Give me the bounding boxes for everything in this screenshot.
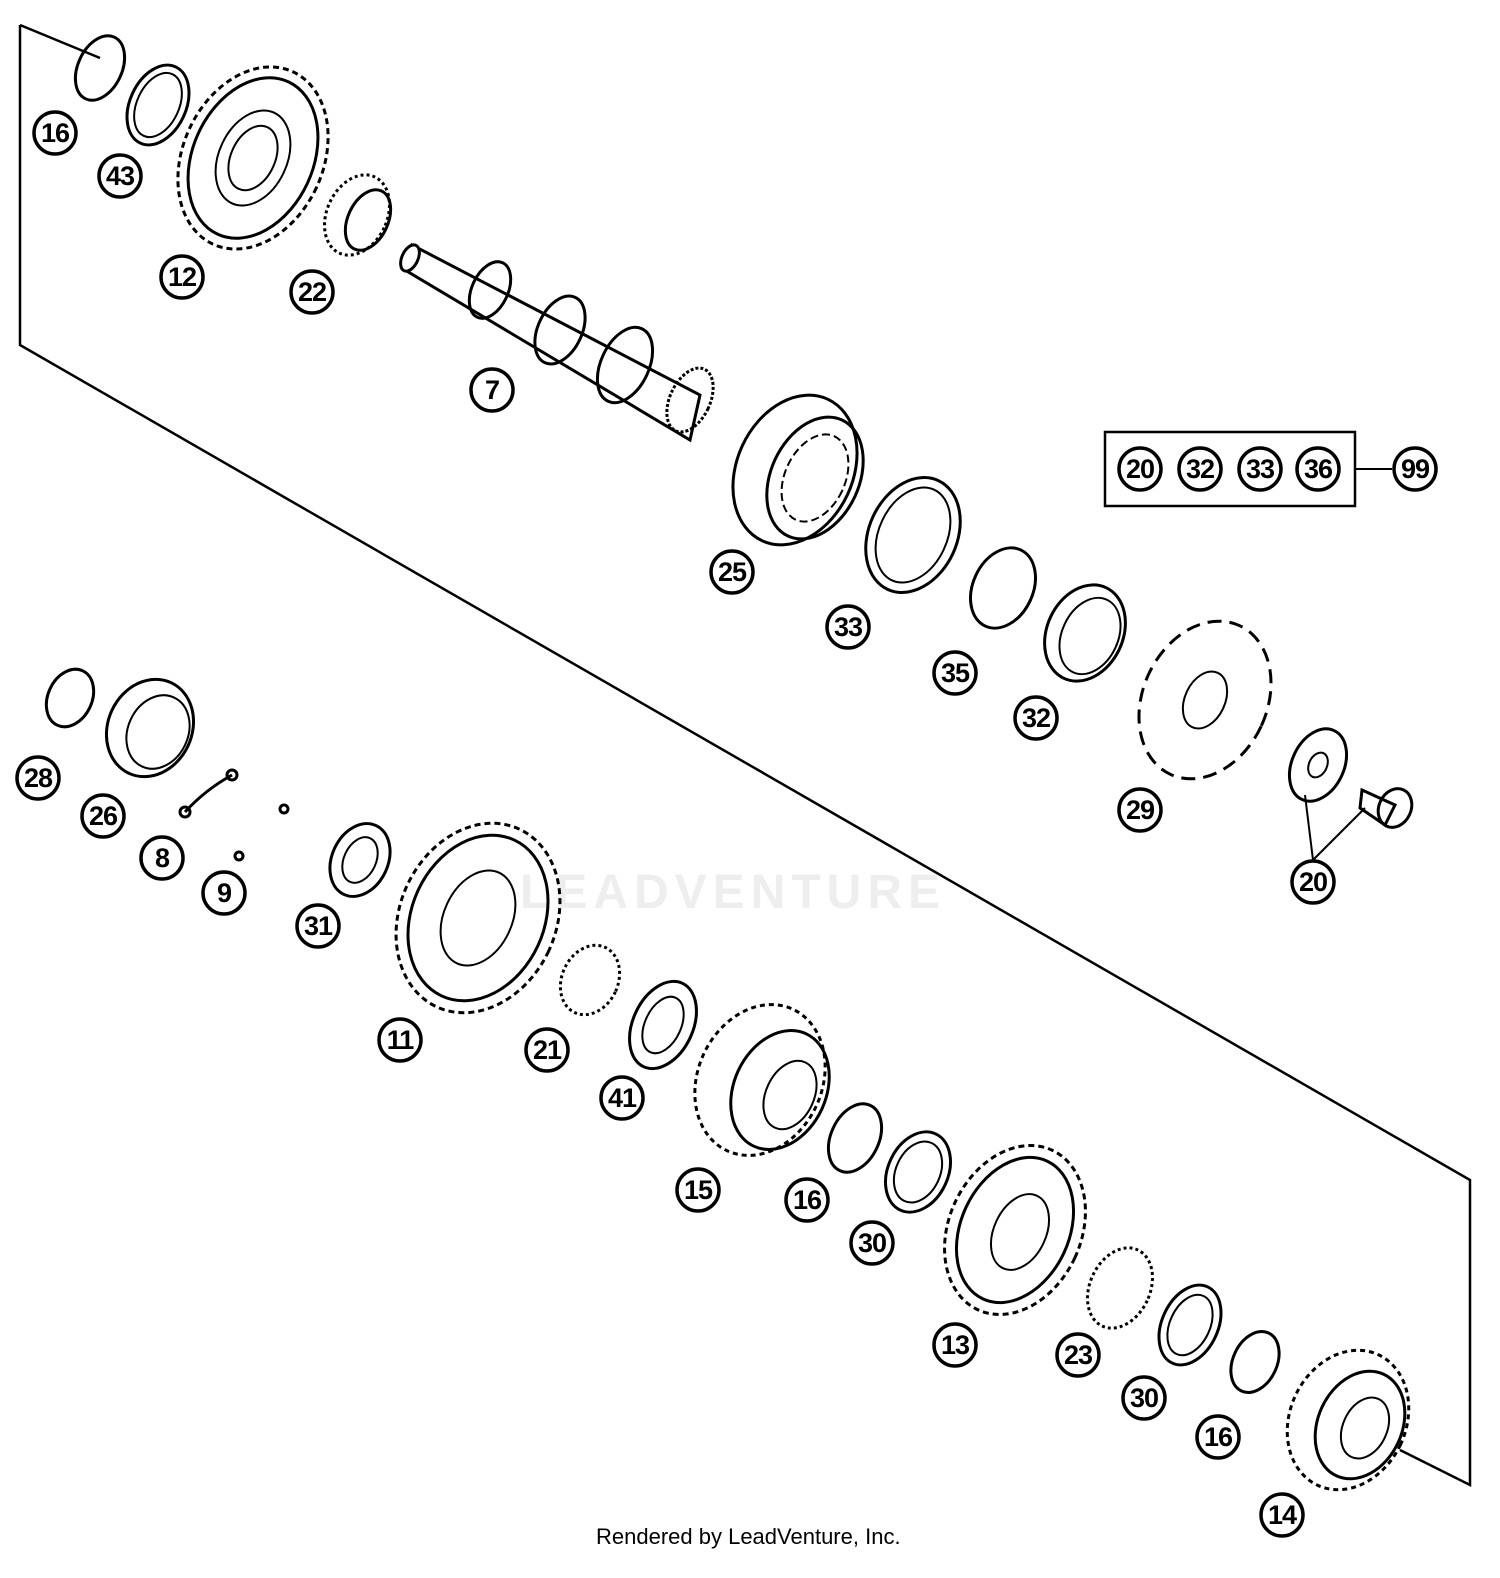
svg-text:41: 41 [608,1083,637,1113]
callout-22[interactable]: 22 [289,269,335,315]
main-shaft-7 [399,242,715,443]
callout-41[interactable]: 41 [599,1075,645,1121]
svg-text:21: 21 [533,1035,562,1065]
callout-11[interactable]: 11 [377,1017,423,1063]
circlip-16-low [1229,1330,1281,1394]
svg-text:33: 33 [1246,454,1275,484]
callout-26[interactable]: 26 [80,793,126,839]
callout-21[interactable]: 21 [524,1027,570,1073]
callout-23[interactable]: 23 [1055,1332,1101,1378]
gear-14 [1285,1348,1411,1492]
svg-text:32: 32 [1186,454,1214,484]
needle-bearing-23 [1086,1246,1154,1330]
washer-31 [328,822,392,898]
render-credit: Rendered by LeadVenture, Inc. [596,1524,901,1549]
callout-9[interactable]: 9 [201,870,247,916]
ball-9 [233,803,290,862]
seal-33 [864,476,962,594]
svg-text:33: 33 [834,612,863,642]
callout-14[interactable]: 14 [1259,1492,1305,1538]
svg-text:13: 13 [941,1330,970,1360]
gear-12 [176,65,330,251]
ball-bearing-25 [731,393,865,547]
callout-28[interactable]: 28 [15,755,61,801]
needle-bearing-21 [558,943,622,1017]
circlip-16-mid [826,1102,884,1174]
kit-callout-20[interactable]: 20 [1117,446,1163,492]
gear-11 [394,821,562,1015]
svg-text:99: 99 [1401,454,1430,484]
kit-callout-36[interactable]: 36 [1295,446,1341,492]
svg-text:8: 8 [155,843,170,873]
callout-12[interactable]: 12 [159,254,205,300]
svg-text:35: 35 [941,658,970,688]
callout-16-mid[interactable]: 16 [784,1177,830,1223]
bearing-26 [104,677,196,779]
gear-13 [943,1144,1087,1316]
callout-20[interactable]: 20 [1290,859,1336,905]
callout-29[interactable]: 29 [1117,787,1163,833]
svg-text:36: 36 [1304,454,1333,484]
callout-25[interactable]: 25 [709,549,755,595]
oring-35 [969,546,1037,630]
callout-32[interactable]: 32 [1013,695,1059,741]
washer-43 [125,63,191,147]
washer-30-low [1157,1283,1223,1367]
svg-text:28: 28 [24,763,53,793]
svg-text:12: 12 [168,262,196,292]
svg-text:9: 9 [217,878,232,908]
callout-35[interactable]: 35 [932,650,978,696]
svg-text:22: 22 [298,277,326,307]
svg-text:16: 16 [41,118,70,148]
svg-text:11: 11 [387,1025,415,1055]
washer-and-bolt-20 [1287,727,1414,861]
needle-bearing-22 [323,173,393,257]
svg-text:14: 14 [1268,1500,1297,1530]
assembly-frame [18,23,1472,1488]
svg-text:20: 20 [1126,454,1154,484]
callout-16-low[interactable]: 16 [1195,1414,1241,1460]
callout-31[interactable]: 31 [295,903,341,949]
gear-15 [693,1003,831,1157]
svg-text:16: 16 [1204,1422,1233,1452]
svg-text:30: 30 [858,1228,886,1258]
watermark: LEADVENTURE [520,866,947,919]
svg-text:26: 26 [89,801,118,831]
svg-text:15: 15 [684,1175,713,1205]
washer-30-mid [884,1130,952,1214]
washer-41 [628,979,698,1071]
sprocket-29 [1137,619,1273,781]
svg-text:29: 29 [1126,795,1155,825]
callout-30-mid[interactable]: 30 [849,1220,895,1266]
callout-16-top[interactable]: 16 [32,110,78,156]
callout-8[interactable]: 8 [139,835,185,881]
svg-text:7: 7 [485,375,499,405]
callout-7[interactable]: 7 [469,367,515,413]
kit-box [1103,430,1392,508]
svg-text:32: 32 [1022,703,1050,733]
svg-text:23: 23 [1064,1340,1093,1370]
svg-text:16: 16 [793,1185,822,1215]
callout-43[interactable]: 43 [97,153,143,199]
callout-15[interactable]: 15 [675,1167,721,1213]
kit-callout-32[interactable]: 32 [1177,446,1223,492]
callout-30-low[interactable]: 30 [1121,1375,1167,1421]
oring-28 [44,667,96,729]
svg-text:43: 43 [106,161,135,191]
clip-8 [178,768,239,819]
spacer-32 [1043,583,1127,683]
svg-text:30: 30 [1130,1383,1158,1413]
svg-text:31: 31 [304,911,333,941]
circlip-16-top [73,34,127,102]
callout-33[interactable]: 33 [825,604,871,650]
kit-callout-33[interactable]: 33 [1237,446,1283,492]
svg-text:20: 20 [1299,867,1327,897]
callout-99[interactable]: 99 [1392,446,1438,492]
svg-text:25: 25 [718,557,747,587]
callout-13[interactable]: 13 [932,1322,978,1368]
